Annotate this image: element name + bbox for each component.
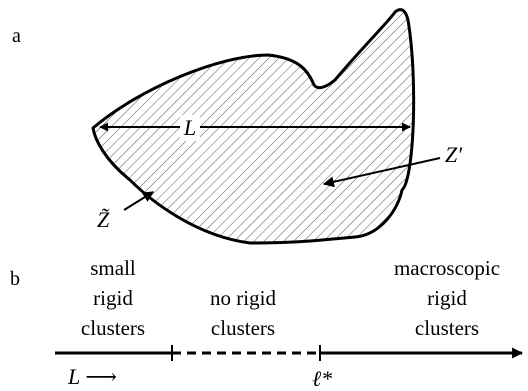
regime-macro-line-2: rigid [427, 286, 467, 310]
regime-small-line-1: small [90, 256, 136, 280]
axis-label: L ⟶ [67, 364, 117, 389]
regime-no-clusters: no rigid clusters [210, 286, 276, 340]
region-outer-label: Z̃ [97, 207, 110, 232]
regime-macroscopic-clusters: macroscopic rigid clusters [394, 256, 500, 340]
regime-small-line-2: rigid [93, 286, 133, 310]
regime-small-line-3: clusters [81, 316, 145, 340]
critical-length-label: ℓ* [312, 366, 332, 391]
region-inner-label: Z′ [445, 142, 463, 167]
regime-macro-line-1: macroscopic [394, 256, 500, 280]
region-inner-pointer [322, 157, 441, 188]
regime-none-line-1: no rigid [210, 286, 276, 310]
regime-none-line-2: clusters [211, 316, 275, 340]
panel-a-label: a [12, 25, 21, 47]
panel-b-label: b [10, 268, 20, 290]
regime-macro-line-3: clusters [415, 316, 479, 340]
length-label-bg [180, 115, 200, 141]
length-label: L [183, 115, 196, 140]
region-outer-pointer [123, 191, 154, 211]
regime-small-clusters: small rigid clusters [81, 256, 145, 340]
